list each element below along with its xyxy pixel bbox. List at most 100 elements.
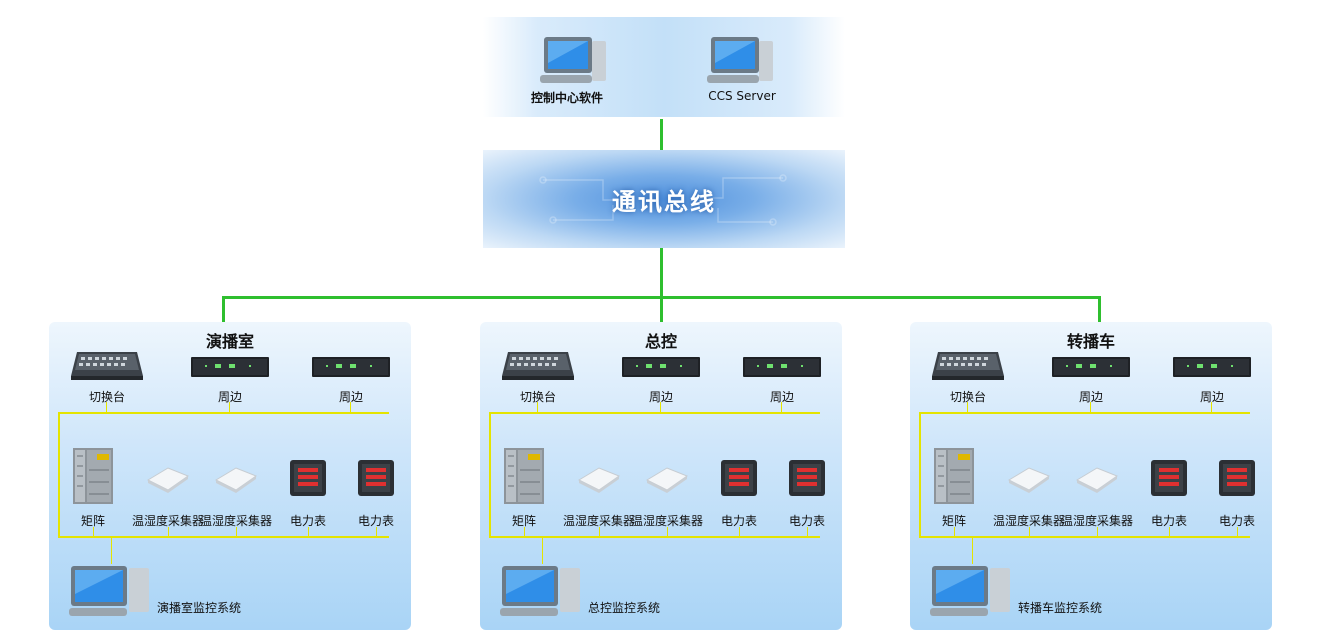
device-label: 电力表 (720, 514, 757, 528)
device-label: 电力表 (289, 514, 326, 528)
device-connector (739, 527, 740, 537)
power-meter-icon (358, 460, 394, 496)
device-connector (667, 527, 668, 537)
device-label: 电力表 (1218, 514, 1255, 528)
device-label: 温湿度采集器 (1060, 514, 1133, 528)
device-connector (1090, 402, 1091, 412)
device-label: 矩阵 (941, 514, 966, 528)
desktop-computer-icon (930, 566, 1010, 616)
device-connector (236, 527, 237, 537)
power-meter-icon (290, 460, 326, 496)
device-label: 周边 (1199, 390, 1224, 404)
computer-label: CCS Server (708, 89, 776, 103)
switcher-icon (932, 352, 1004, 380)
room-title: 转播车 (1066, 332, 1115, 351)
device-label: 电力表 (357, 514, 394, 528)
device-connector (1211, 402, 1212, 412)
device-label: 周边 (648, 390, 673, 404)
desktop-computer-icon (500, 566, 580, 616)
temperature-humidity-sensor-icon (146, 467, 190, 493)
device-label: 电力表 (1150, 514, 1187, 528)
rack-device-icon (622, 357, 700, 377)
device-connector (954, 527, 955, 537)
device-connector (660, 402, 661, 412)
power-meter-icon (1151, 460, 1187, 496)
control-center-panel: 控制中心软件 CCS Server (483, 17, 845, 117)
device-bus-lower (489, 536, 820, 538)
power-meter-icon (789, 460, 825, 496)
circuit-pattern-icon (539, 174, 787, 226)
device-connector (807, 527, 808, 537)
device-connector (1237, 527, 1238, 537)
switcher-icon (71, 352, 143, 380)
device-label: 电力表 (788, 514, 825, 528)
room-panel: 演播室切换台 周边 周边矩阵 温湿度采集器温湿度采集器 电力表 电力表演播室监控系统 (49, 322, 411, 630)
bus-drop-room-1 (222, 296, 225, 324)
device-label: 矩阵 (511, 514, 536, 528)
device-label: 周边 (769, 390, 794, 404)
device-connector (93, 527, 94, 537)
temperature-humidity-sensor-icon (645, 467, 689, 493)
room-panel: 总控切换台周边周边矩阵温湿度采集器温湿度采集器电力表电力表总控监控系统 (480, 322, 842, 630)
device-connector (967, 402, 968, 412)
room-panel: 转播车切换台周边周边矩阵温湿度采集器温湿度采集器电力表电力表转播车监控系统 (910, 322, 1272, 630)
monitor-connector (542, 538, 543, 564)
switcher-icon (502, 352, 574, 380)
room-title: 总控 (644, 332, 677, 351)
monitor-connector (111, 538, 112, 564)
device-label: 周边 (338, 390, 363, 404)
communication-bus: 通讯总线 (483, 150, 845, 248)
device-label: 温湿度采集器 (630, 514, 703, 528)
bus-drop-room-2 (660, 296, 663, 324)
device-bus-lower (58, 536, 389, 538)
device-connector (1029, 527, 1030, 537)
monitor-system-label: 演播室监控系统 (157, 601, 242, 615)
temperature-humidity-sensor-icon (214, 467, 258, 493)
device-bus-vertical (489, 412, 491, 538)
device-bus-vertical (919, 412, 921, 538)
device-connector (106, 402, 107, 412)
device-label: 切换台 (88, 390, 125, 404)
device-connector (537, 402, 538, 412)
rack-device-icon (1052, 357, 1130, 377)
device-bus-lower (919, 536, 1250, 538)
desktop-computer-icon (69, 566, 149, 616)
device-bus-upper (919, 412, 1250, 414)
bus-connector-top (660, 119, 663, 150)
bus-connector-bottom (660, 248, 663, 298)
bus-title: 通讯总线 (612, 188, 716, 216)
bus-drop-room-3 (1098, 296, 1101, 324)
rack-device-icon (743, 357, 821, 377)
device-bus-upper (58, 412, 389, 414)
rack-device-icon (1173, 357, 1251, 377)
device-connector (350, 402, 351, 412)
device-bus-upper (489, 412, 820, 414)
monitor-connector (972, 538, 973, 564)
device-label: 矩阵 (80, 514, 105, 528)
temperature-humidity-sensor-icon (1075, 467, 1119, 493)
computer-label: 控制中心软件 (530, 91, 603, 105)
matrix-chassis-icon (934, 448, 974, 504)
power-meter-icon (1219, 460, 1255, 496)
room-title: 演播室 (205, 332, 254, 351)
device-label: 周边 (217, 390, 242, 404)
device-connector (376, 527, 377, 537)
temperature-humidity-sensor-icon (1007, 467, 1051, 493)
device-connector (1097, 527, 1098, 537)
monitor-system-label: 总控监控系统 (588, 601, 661, 615)
device-label: 温湿度采集器 (992, 514, 1065, 528)
monitor-system-label: 转播车监控系统 (1018, 601, 1103, 615)
device-connector (1169, 527, 1170, 537)
device-connector (599, 527, 600, 537)
device-bus-vertical (58, 412, 60, 538)
device-label: 周边 (1078, 390, 1103, 404)
device-label: 温湿度采集器 (199, 514, 272, 528)
device-label: 温湿度采集器 (562, 514, 635, 528)
temperature-humidity-sensor-icon (577, 467, 621, 493)
rack-device-icon (191, 357, 269, 377)
device-label: 温湿度采集器 (131, 514, 204, 528)
device-connector (308, 527, 309, 537)
device-connector (781, 402, 782, 412)
desktop-computer-icon (540, 37, 606, 83)
device-connector (168, 527, 169, 537)
